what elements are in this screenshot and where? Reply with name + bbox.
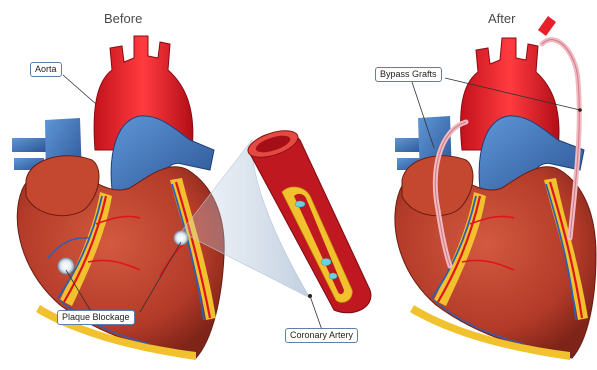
right-atrium bbox=[26, 156, 99, 216]
plaque-deposit-2 bbox=[321, 259, 331, 266]
graft-top-cap bbox=[538, 16, 556, 36]
after-title: After bbox=[488, 11, 515, 26]
coronary-artery-leader-line bbox=[310, 296, 322, 330]
before-title: Before bbox=[104, 11, 142, 26]
pulmonary-vein-left bbox=[12, 138, 46, 152]
aorta-label: Aorta bbox=[30, 62, 62, 77]
bypass-grafts-label: Bypass Grafts bbox=[375, 67, 442, 82]
plaque-deposit-1 bbox=[295, 201, 305, 207]
plaque-deposit-3 bbox=[329, 273, 337, 279]
coronary-artery-label: Coronary Artery bbox=[285, 328, 358, 343]
plaque-marker-left bbox=[58, 258, 74, 274]
aorta-leader-line bbox=[63, 75, 96, 104]
bypass-pointer-dot bbox=[578, 108, 582, 112]
plaque-blockage-label: Plaque Blockage bbox=[57, 310, 135, 325]
